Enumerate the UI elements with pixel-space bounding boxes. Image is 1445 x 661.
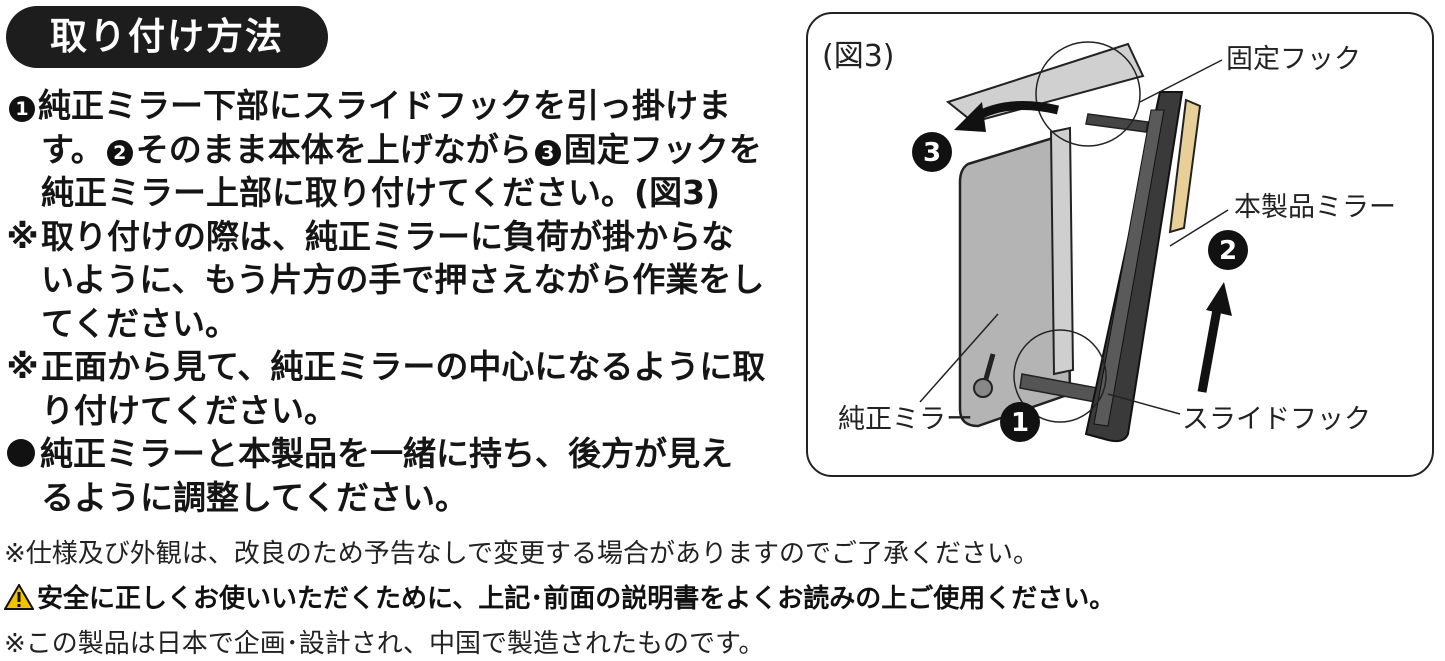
note-2-line-2: り付けてください。	[41, 390, 338, 430]
product-mirror-label: 本製品ミラー	[1234, 192, 1396, 223]
num-2-badge	[1208, 230, 1248, 270]
fixed-hook-shape	[1085, 113, 1149, 133]
section-title: 取り付け方法	[6, 6, 328, 68]
note-2-line-1: ※正面から見て、純正ミラーの中心になるように取	[4, 345, 794, 389]
bullet-dot-icon	[7, 439, 35, 467]
genuine-mirror-body	[958, 132, 1072, 428]
safety-note: 安全に正しくお使いいただくために、上記･前面の説明書をよくお読みの上ご使用くださ…	[4, 578, 1434, 615]
note-1-line-3: てください。	[41, 303, 239, 343]
note-mark: ※	[6, 347, 39, 386]
step-3-line: 純正ミラー上部に取り付けてください。(図3)	[41, 173, 721, 212]
slide-hook-label: スライドフック	[1182, 404, 1371, 435]
arrow-3	[971, 101, 1060, 122]
step-number-1: 1	[9, 96, 35, 122]
figure-label: (図3)	[822, 39, 895, 74]
note-mark: ※	[6, 216, 39, 256]
warning-icon	[4, 584, 34, 610]
step-2-prefix: す。	[41, 129, 104, 169]
installation-figure: (図3) 3 2 1	[806, 12, 1434, 477]
figure-illustration: (図3) 3 2 1	[822, 39, 1396, 443]
note-1-line-2: いように、もう片方の手で押さえながら作業をし	[41, 260, 765, 299]
bullet-line-1: 純正ミラーと本製品を一緒に持ち、後方が見え	[4, 432, 794, 476]
genuine-mirror-side	[1049, 126, 1075, 376]
step-2-text: そのまま本体を上げながら	[135, 129, 532, 169]
product-mirror-glass	[1093, 109, 1165, 427]
note-1-line-1: ※取り付けの際は、純正ミラーに負荷が掛からな	[4, 215, 794, 259]
num-2-text: 2	[1219, 236, 1237, 266]
bullet-text: 純正ミラーと本製品を一緒に持ち、後方が見え	[40, 434, 733, 473]
safety-note-text: 安全に正しくお使いいただくために、上記･前面の説明書をよくお読みの上ご使用くださ…	[37, 584, 1116, 614]
origin-note: ※この製品は日本で企画･設計され、中国で製造されたものです。	[4, 629, 765, 659]
fixed-hook-label: 固定フック	[1226, 44, 1361, 75]
spec-note: ※仕様及び外観は、改良のため予告なしで変更する場合がありますのでご了承ください。	[4, 539, 1040, 569]
num-3-text: 3	[923, 138, 941, 168]
roof-shape	[945, 42, 1145, 124]
step-number-3: 3	[534, 139, 561, 166]
step-number-2: 2	[106, 139, 133, 166]
step-1-text: 純正ミラー下部にスライドフックを引っ掛けま	[38, 86, 731, 125]
arrow-2	[1197, 303, 1223, 393]
genuine-mirror-label: 純正ミラー	[838, 404, 973, 435]
step-3-text: 固定フックを	[563, 129, 762, 169]
num-1-badge	[1000, 402, 1040, 442]
note-1-text: 取り付けの際は、純正ミラーに負荷が掛からな	[41, 216, 734, 256]
bullet-line-2: るように調整してください。	[41, 477, 469, 517]
bottom-detail-circle	[1013, 329, 1107, 423]
note-2-text: 正面から見て、純正ミラーの中心になるように取	[41, 347, 766, 386]
product-mount	[1168, 98, 1202, 234]
num-1-text: 1	[1011, 408, 1029, 438]
num-3-badge	[912, 132, 952, 172]
top-detail-circle	[1035, 41, 1141, 147]
